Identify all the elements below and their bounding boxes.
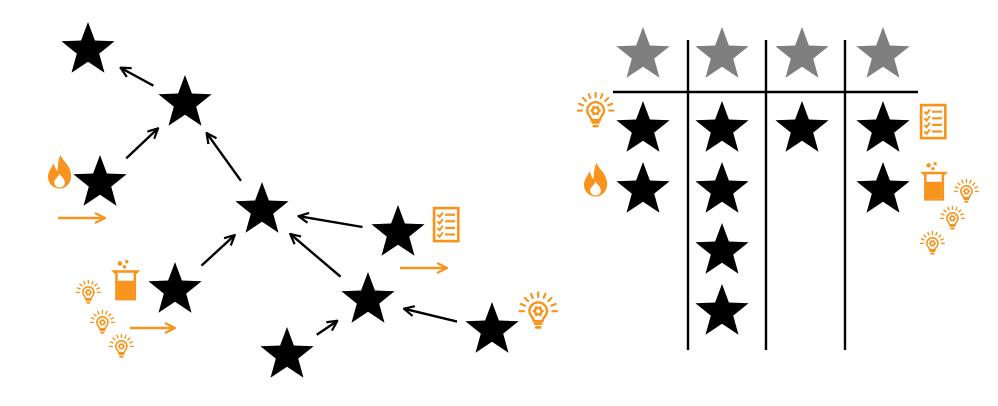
tree-star — [61, 22, 115, 73]
tree-star — [465, 302, 519, 353]
lightbulb-gear-icon — [953, 178, 979, 203]
cell-star — [695, 101, 749, 152]
tree-arrow — [299, 216, 363, 229]
cell-star — [695, 284, 749, 335]
star-table — [576, 27, 979, 350]
lightbulb-gear-icon — [939, 205, 965, 230]
cell-star — [616, 101, 670, 152]
tree-star — [260, 327, 314, 378]
tree-arrow — [200, 236, 234, 267]
checklist-icon — [919, 103, 947, 140]
header-star — [856, 27, 910, 78]
tree-star — [371, 205, 425, 256]
lightbulb-gear-icon — [919, 230, 945, 255]
checklist-icon — [432, 206, 460, 243]
tree-arrow — [316, 321, 337, 336]
header-star — [695, 27, 749, 78]
tree-star — [158, 75, 212, 126]
tree-arrow — [125, 129, 157, 160]
cell-star — [856, 101, 910, 152]
cell-star — [695, 162, 749, 213]
cell-star — [775, 101, 829, 152]
beaker-icon — [111, 260, 141, 301]
tree-arrow — [405, 309, 458, 323]
cell-star — [695, 223, 749, 274]
tree-arrow — [291, 235, 342, 278]
lightbulb-gear-icon — [108, 333, 134, 358]
tree-star — [235, 182, 289, 233]
tree-star — [73, 155, 127, 206]
tree-arrow — [207, 134, 242, 182]
tree-diagram — [48, 22, 559, 378]
lightbulb-gear-icon — [576, 91, 615, 128]
header-star — [616, 27, 670, 78]
beaker-icon — [920, 162, 949, 201]
lightbulb-gear-icon — [75, 279, 101, 304]
fire-icon — [584, 163, 608, 197]
tree-star — [148, 262, 202, 313]
lightbulb-gear-icon — [89, 309, 115, 334]
tree-arrow — [121, 68, 154, 87]
header-star — [775, 27, 829, 78]
tree-star — [341, 272, 395, 323]
fire-icon — [48, 155, 72, 189]
cell-star — [856, 162, 910, 213]
cell-star — [616, 162, 670, 213]
lightbulb-gear-icon — [518, 291, 559, 329]
